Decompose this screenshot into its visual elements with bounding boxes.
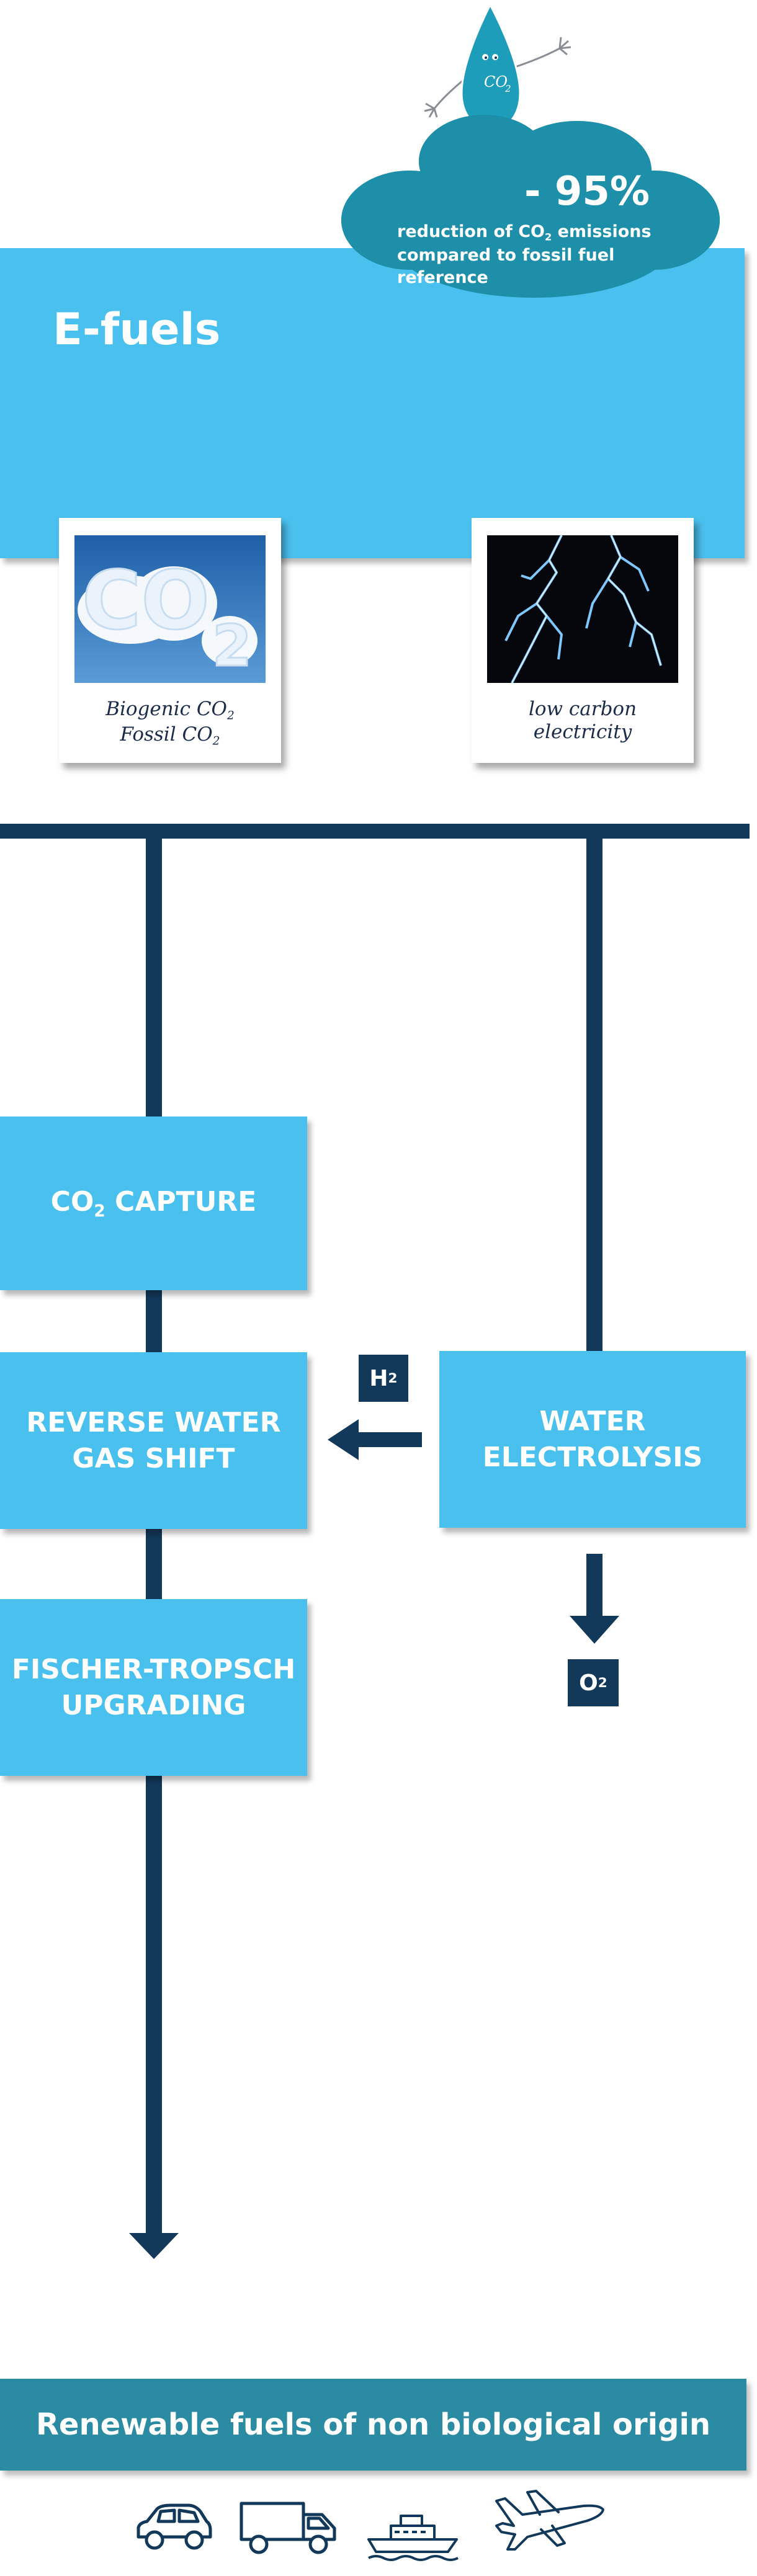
distribution-bar <box>0 824 750 839</box>
co2-capture-label: CO2 CAPTURE <box>50 1186 257 1221</box>
caption-line-biogenic: Biogenic CO2 <box>105 698 235 723</box>
mascot-label-sub: 2 <box>504 83 511 94</box>
electricity-card: low carbon electricity <box>472 518 694 763</box>
truck-icon <box>240 2502 336 2554</box>
co2-capture-box: CO2 CAPTURE <box>0 1116 307 1290</box>
reduction-line-2: compared to fossil fuel reference <box>397 245 615 287</box>
caption-line-electricity: electricity <box>533 721 632 744</box>
caption-line-low-carbon: low carbon <box>528 698 637 720</box>
reduction-line-1: reduction of CO2 emissions <box>397 222 652 243</box>
co2-image-text: CO <box>82 553 210 648</box>
reverse-water-gas-shift-box: REVERSE WATER GAS SHIFT <box>0 1352 307 1529</box>
output-title: Renewable fuels of non biological origin <box>35 2407 711 2442</box>
h2-arrow <box>328 1419 422 1460</box>
reduction-text: reduction of CO2 emissions compared to f… <box>397 221 695 289</box>
car-icon <box>137 2503 212 2550</box>
biogenic-co2-caption: Biogenic CO2 Fossil CO2 <box>59 698 281 749</box>
co2-cloud-image: CO 2 <box>74 535 266 683</box>
ft-line-1: FISCHER-TROPSCH <box>11 1654 296 1686</box>
airplane-icon <box>495 2490 604 2551</box>
electrolysis-line-2: ELECTROLYSIS <box>482 1441 703 1473</box>
biogenic-co2-card: CO 2 Biogenic CO2 Fossil CO2 <box>59 518 281 763</box>
reduction-value: - 95% <box>524 169 650 215</box>
electricity-feed-line <box>586 831 602 1358</box>
co2-image-sub: 2 <box>212 613 252 679</box>
caption-line-fossil: Fossil CO2 <box>120 723 220 748</box>
electricity-caption: low carbon electricity <box>472 698 694 744</box>
reduction-cloud-front <box>341 115 720 298</box>
rwgs-line-1: REVERSE WATER <box>26 1407 281 1439</box>
ship-icon <box>367 2515 459 2561</box>
fischer-tropsch-box: FISCHER-TROPSCH UPGRADING <box>0 1599 307 1776</box>
mascot-label: CO <box>484 73 508 91</box>
panel-title: E-fuels <box>53 304 221 355</box>
efuels-panel <box>0 248 745 558</box>
water-electrolysis-box: WATER ELECTROLYSIS <box>439 1351 746 1528</box>
co2-line-arrowhead <box>129 2233 179 2259</box>
ft-line-2: UPGRADING <box>61 1689 246 1721</box>
lightning-image <box>487 535 678 683</box>
o2-arrow <box>570 1554 619 1644</box>
co2-feed-line <box>146 831 162 2239</box>
output-bar: Renewable fuels of non biological origin <box>0 2379 746 2471</box>
electrolysis-line-1: WATER <box>539 1406 646 1438</box>
rwgs-line-2: GAS SHIFT <box>72 1442 235 1474</box>
